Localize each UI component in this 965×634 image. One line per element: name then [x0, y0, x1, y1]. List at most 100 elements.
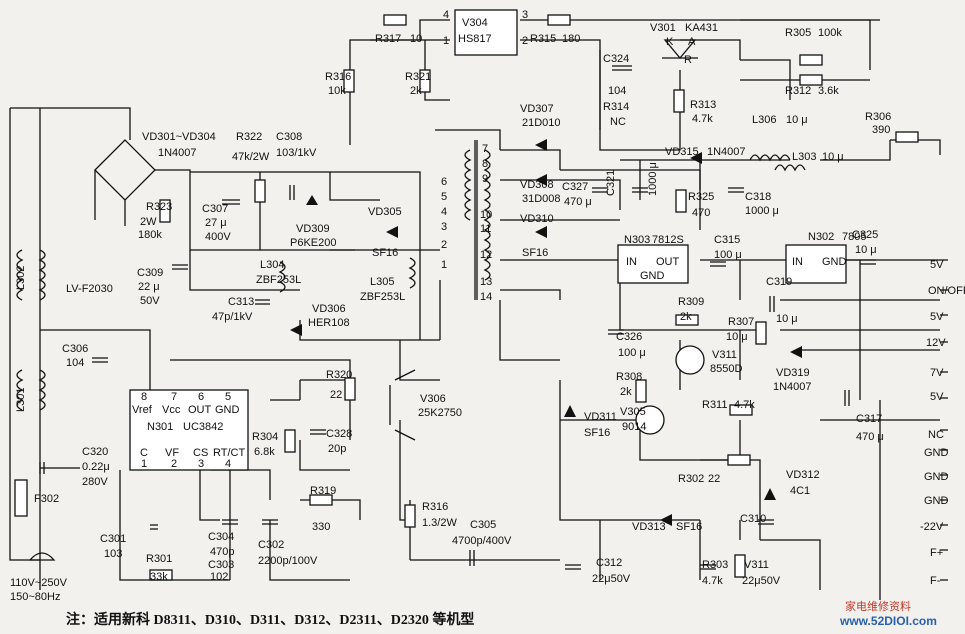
- r323-body: [159, 199, 171, 223]
- vd307-diode: [535, 139, 547, 151]
- l302-coil-b: [38, 249, 46, 301]
- n301-vf: VF: [165, 447, 179, 459]
- label-r319: R319: [310, 485, 336, 497]
- value-v305: 9014: [622, 421, 646, 433]
- ka431-pin-k: K: [666, 36, 674, 48]
- c308-plates: [289, 185, 295, 200]
- c310-plates: [758, 519, 774, 525]
- n301-gnd: GND: [215, 404, 240, 416]
- value-r320: 22: [330, 389, 342, 401]
- tpin-7: 7: [482, 143, 488, 155]
- label-c318: C318: [745, 191, 771, 203]
- c306-plates: [92, 357, 108, 363]
- v305-transistor: [635, 405, 665, 435]
- v304-pin-4: 4: [443, 9, 449, 21]
- vd312-diode: [764, 488, 776, 500]
- ic-n302: [785, 244, 847, 284]
- value-c313: 47p/1kV: [212, 311, 253, 323]
- value-vd306: HER108: [308, 317, 350, 329]
- ac-plug-symbol: [28, 552, 56, 561]
- r319-body: [309, 494, 333, 506]
- value-c317: 470 μ: [856, 431, 884, 443]
- output-nc: NC: [928, 429, 944, 441]
- value-r307: 10 μ: [726, 331, 748, 343]
- output-minus22v: -22V: [920, 521, 944, 533]
- output-12v: 12V: [926, 337, 946, 349]
- r306-body: [895, 131, 919, 143]
- tpin-9: 9: [482, 173, 488, 185]
- value-v311b: 22μ50V: [742, 575, 781, 587]
- v304-pin-2: 2: [522, 35, 528, 47]
- n301-c: C: [140, 447, 148, 459]
- label-vd312: VD312: [786, 469, 820, 481]
- r308-body: [635, 379, 647, 403]
- c325-plates: [860, 259, 876, 265]
- value-c309-v: 50V: [140, 295, 160, 307]
- v304-pin-3: 3: [522, 9, 528, 21]
- l304-coil: [278, 261, 286, 293]
- label-n301-visible: N301: [147, 421, 173, 433]
- vd306-diode: [290, 324, 302, 336]
- value-c324: 104: [608, 85, 626, 97]
- output-7v: 7V: [930, 367, 944, 379]
- label-v311b: V311: [744, 559, 769, 571]
- l302-coil: [16, 249, 24, 301]
- tpin-10: 10: [480, 209, 492, 221]
- c315-plates: [710, 261, 726, 267]
- label-r323: R323: [146, 201, 172, 213]
- value-c312: 22μ50V: [592, 573, 631, 585]
- label-r303: R303: [702, 559, 728, 571]
- ac-input-voltage: 110V~250V: [10, 577, 68, 589]
- value-c307-v: 400V: [205, 231, 231, 243]
- label-vd315: VD315: [665, 146, 699, 158]
- n301-out: OUT: [188, 404, 212, 416]
- r307-body: [755, 321, 767, 345]
- c301-plates: [150, 524, 158, 530]
- label-c315: C315: [714, 234, 740, 246]
- value-r323-w: 2W: [140, 216, 157, 228]
- l305-coil: [408, 257, 416, 289]
- tpin-14: 14: [480, 291, 492, 303]
- value-r317: 10: [410, 33, 422, 45]
- label-r304: R304: [252, 431, 278, 443]
- output-connector-pins: [940, 259, 948, 581]
- r312-body: [799, 74, 823, 86]
- c321-plates: [632, 187, 648, 193]
- l301-coil: [16, 369, 24, 411]
- vd309-diode: [306, 195, 318, 205]
- label-v305: V305: [620, 406, 646, 418]
- tpin-12: 12: [480, 249, 492, 261]
- value-l305: ZBF253L: [360, 291, 405, 303]
- c309-plates: [172, 264, 188, 270]
- r316-body: [343, 69, 355, 93]
- n301-cs: CS: [193, 447, 208, 459]
- value-c308: 103/1kV: [276, 147, 317, 159]
- n301-pin-4: 4: [225, 458, 231, 470]
- value-n302: 7805: [842, 231, 866, 243]
- c320-plates: [39, 462, 45, 474]
- value-vd312: 4C1: [790, 485, 810, 497]
- label-n302: N302: [808, 231, 834, 243]
- v304-pin-1: 1: [443, 35, 449, 47]
- label-vd306: VD306: [312, 303, 346, 315]
- n303-pin-out: OUT: [656, 256, 680, 268]
- value-vd308: 31D008: [522, 193, 561, 205]
- label-vd310: VD310: [520, 213, 554, 225]
- value-r303: 4.7k: [702, 575, 723, 587]
- value-vd301: 1N4007: [158, 147, 197, 159]
- value-c320-v: 280V: [82, 476, 108, 488]
- label-c303: C303: [208, 559, 234, 571]
- value-v306: 25K2750: [418, 407, 462, 419]
- label-f302: F302: [34, 493, 59, 505]
- label-r306: R306: [865, 111, 891, 123]
- n301-pin-1: 1: [141, 458, 147, 470]
- value-r306: 390: [872, 124, 890, 136]
- label-r313: R313: [690, 99, 716, 111]
- n301-rtct: RT/CT: [213, 447, 245, 459]
- l301-coil-b: [38, 369, 46, 411]
- c319-plates: [769, 296, 775, 312]
- value-c326: 100 μ: [618, 347, 646, 359]
- value-vd311: SF16: [584, 427, 610, 439]
- r301-body: [149, 569, 173, 581]
